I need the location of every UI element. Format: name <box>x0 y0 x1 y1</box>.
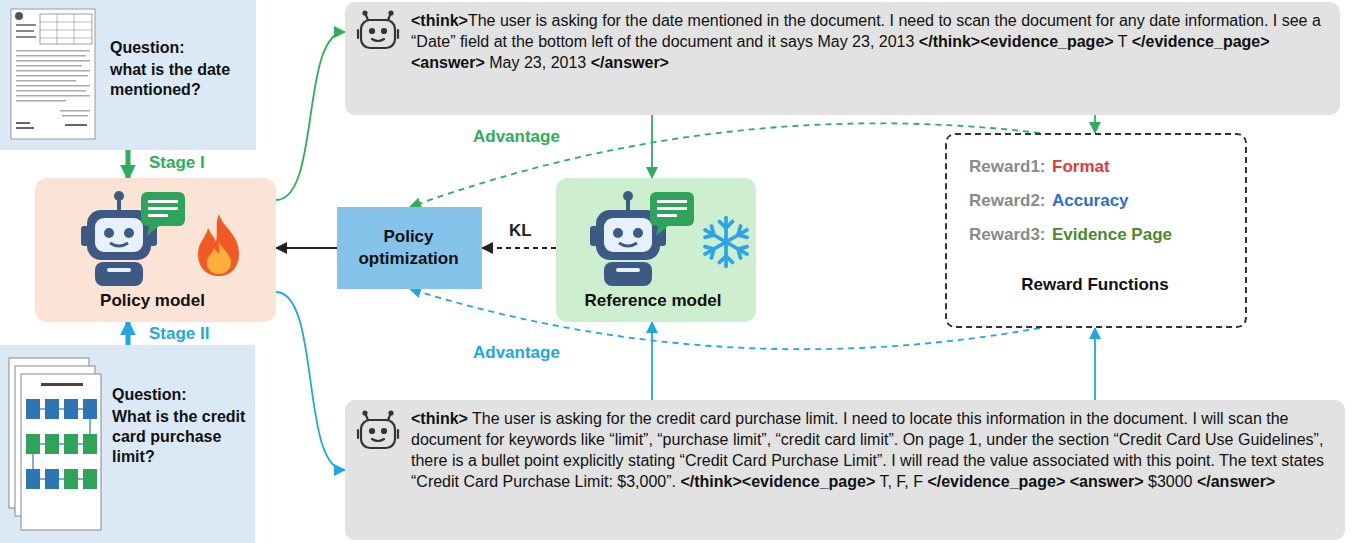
document-thumbnail <box>10 8 96 140</box>
output-text <box>1065 473 1069 490</box>
node-title: Policy model <box>35 290 270 312</box>
node-title: Reference model <box>556 290 750 312</box>
output-text: $3000 <box>1144 473 1197 490</box>
output-text: May 23, 2013 <box>485 54 591 71</box>
fire-icon <box>193 212 245 278</box>
output-box: <think> The user is asking for the credi… <box>345 400 1345 540</box>
reward-box: Reward1: FormatReward2: AccuracyReward3: Ev… <box>945 133 1247 328</box>
output-text: T, F, F <box>875 473 927 490</box>
reward-label: Reward1: <box>969 157 1046 177</box>
reward-name: Format <box>1052 157 1110 177</box>
reward-label: Reward3: <box>969 225 1046 245</box>
node-title: Policy optimization <box>341 226 476 270</box>
output-tag: </think> <box>680 473 741 490</box>
output-tag: <answer> <box>1070 473 1144 490</box>
question-text: What is the credit card purchase limit? <box>112 407 248 467</box>
snowflake-icon <box>698 212 754 272</box>
output-tag: </answer> <box>1197 473 1275 490</box>
output-tag: <think> <box>411 410 468 427</box>
output-tag: <evidence_page> <box>980 33 1113 50</box>
connector-arrow <box>651 115 653 178</box>
output-tag: </evidence_page> <box>1132 33 1270 50</box>
connector-arrow <box>651 322 653 400</box>
model-output: <think>The user is asking for the date m… <box>411 10 1329 73</box>
robot-icon <box>586 188 698 288</box>
document-pages <box>8 357 104 533</box>
output-tag: </answer> <box>591 54 669 71</box>
connector-arrow <box>126 150 131 178</box>
edge-label: KL <box>506 221 535 241</box>
question-heading: Question: <box>112 385 248 405</box>
process-box: Policy optimization <box>337 207 482 289</box>
model-output: <think> The user is asking for the credi… <box>411 408 1333 492</box>
output-tag: </think> <box>919 33 980 50</box>
output-tag: </evidence_page> <box>927 473 1065 490</box>
reward-name: Evidence Page <box>1052 225 1172 245</box>
edge-label: Advantage <box>470 343 563 363</box>
reward-label: Reward2: <box>969 191 1046 211</box>
reference-model-box: Reference model <box>556 178 756 322</box>
edge-label: Stage I <box>146 153 208 173</box>
edge-label: Stage II <box>146 324 212 344</box>
question-panel: Question:What is the credit card purchas… <box>0 345 255 543</box>
bot-face-icon <box>355 10 401 52</box>
connector-arrow <box>276 32 345 200</box>
connector-arrow <box>1094 328 1096 400</box>
robot-icon <box>77 188 189 288</box>
bot-face-icon <box>355 410 401 452</box>
output-tag: <answer> <box>411 54 485 71</box>
connector-arrow <box>482 247 556 249</box>
output-text: T <box>1114 33 1132 50</box>
question-text: what is the date mentioned? <box>110 60 250 100</box>
question-heading: Question: <box>110 38 250 58</box>
edge-label: Advantage <box>470 127 563 147</box>
policy-model-box: Policy model <box>35 178 276 322</box>
reward-name: Accuracy <box>1052 191 1129 211</box>
connector-arrow <box>126 322 131 345</box>
node-title: Reward Functions <box>947 275 1243 295</box>
question-panel: Question:what is the date mentioned? <box>0 0 256 150</box>
output-tag: <evidence_page> <box>742 473 875 490</box>
output-tag: <think> <box>411 12 468 29</box>
connector-arrow <box>1094 115 1096 133</box>
output-box: <think>The user is asking for the date m… <box>345 2 1340 115</box>
connector-arrow <box>276 292 345 470</box>
connector-arrow <box>276 247 337 249</box>
